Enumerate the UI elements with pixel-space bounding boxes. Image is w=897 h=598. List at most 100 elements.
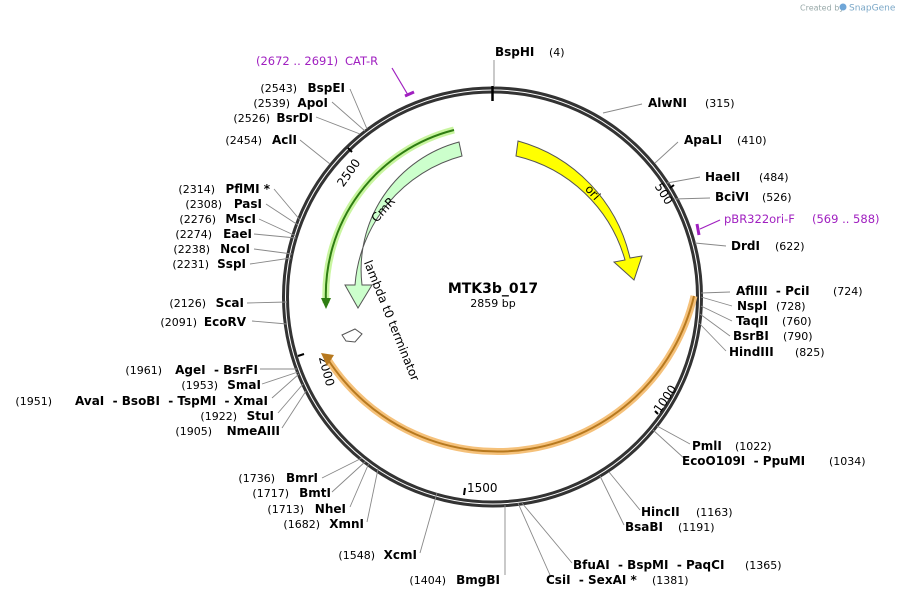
- site-ecorv[interactable]: (2091) EcoRV: [160, 315, 246, 329]
- site-name-avai: AvaI - BsoBI - TspMI - XmaI: [75, 394, 268, 408]
- site-apali[interactable]: ApaLI (410): [684, 133, 767, 147]
- site-acli[interactable]: (2454) AclI: [225, 133, 297, 147]
- lambda-terminator-feature[interactable]: [341, 328, 363, 343]
- site-pos-bmgbi: (1404): [409, 574, 446, 587]
- leader-ecorv: [251, 320, 288, 325]
- site-name-bsabi: BsaBI: [625, 520, 663, 534]
- site-apoi[interactable]: (2539) ApoI: [253, 96, 328, 110]
- site-scai[interactable]: (2126) ScaI: [169, 296, 244, 310]
- site-pos-pmli: (1022): [735, 440, 772, 453]
- site-pos-haeii: (484): [759, 171, 789, 184]
- site-msci[interactable]: (2276) MscI: [179, 212, 256, 226]
- site-pos-alwni: (315): [705, 97, 735, 110]
- site-pos-sspi: (2231): [172, 258, 209, 271]
- cmr-label: CmR: [368, 194, 397, 224]
- leader-ncoi: [253, 248, 293, 255]
- site-nhei[interactable]: (1713) NheI: [267, 502, 346, 516]
- primer-range-cat-r: (2672 .. 2691): [256, 54, 338, 68]
- tick-label-500: 500: [652, 180, 676, 207]
- site-haeii[interactable]: HaeII (484): [705, 170, 789, 184]
- site-bsrdi[interactable]: (2526) BsrDI: [233, 111, 313, 125]
- site-pos-bcivi: (526): [762, 191, 792, 204]
- primer-pbr322ori-f[interactable]: pBR322ori-F (569 .. 588): [695, 212, 880, 236]
- plasmid-name: MTK3b_017: [448, 281, 538, 297]
- cmr-feature-arrow[interactable]: [344, 141, 463, 309]
- site-alwni[interactable]: AlwNI (315): [648, 96, 735, 110]
- site-name-eaei: EaeI: [223, 227, 252, 241]
- site-xmni[interactable]: (1682) XmnI: [283, 517, 364, 531]
- site-pos-apoi: (2539): [253, 97, 290, 110]
- plasmid-length: 2859 bp: [470, 297, 515, 310]
- site-bmri[interactable]: (1736) BmrI: [238, 471, 318, 485]
- site-pmli[interactable]: PmlI (1022): [692, 439, 772, 453]
- leader-avai: [271, 373, 300, 399]
- site-name-bsrdi: BsrDI: [276, 111, 313, 125]
- site-eaei[interactable]: (2274) EaeI: [175, 227, 252, 241]
- site-pos-smai: (1953): [181, 379, 218, 392]
- site-bmti[interactable]: (1717) BmtI: [252, 486, 331, 500]
- site-pos-xmni: (1682): [283, 518, 320, 531]
- site-nmeaiii[interactable]: (1905) NmeAIII: [175, 424, 280, 438]
- site-sspi[interactable]: (2231) SspI: [172, 257, 246, 271]
- site-pos-hindiii: (825): [795, 346, 825, 359]
- leader-sspi: [249, 257, 292, 265]
- site-eco0109i[interactable]: EcoO109I - PpuMI (1034): [682, 454, 866, 468]
- site-name-taqii: TaqII: [736, 314, 768, 328]
- site-name-eco0109i: EcoO109I - PpuMI: [682, 454, 805, 468]
- site-pasi[interactable]: (2308) PasI: [185, 197, 262, 211]
- leader-taqii: [700, 305, 733, 322]
- site-avai[interactable]: (1951) AvaI - BsoBI - TspMI - XmaI: [15, 394, 268, 408]
- leader-bsrbi: [699, 313, 731, 337]
- leader-stui: [277, 383, 304, 414]
- leader-xmni: [366, 468, 379, 523]
- site-name-ecorv: EcoRV: [204, 315, 247, 329]
- site-nspi[interactable]: NspI (728): [737, 299, 806, 313]
- site-bcivi[interactable]: BciVI (526): [715, 190, 792, 204]
- primer-cat-r[interactable]: (2672 .. 2691) CAT-R: [256, 54, 415, 98]
- site-bmgbi[interactable]: (1404) BmgBI: [409, 573, 500, 587]
- site-pos-taqii: (760): [782, 315, 812, 328]
- site-hincii[interactable]: HincII (1163): [641, 505, 733, 519]
- site-name-xmni: XmnI: [329, 517, 364, 531]
- site-csii[interactable]: CsiI - SexAI * (1381): [546, 573, 689, 587]
- site-pos-eco0109i: (1034): [829, 455, 866, 468]
- leader-drdi: [694, 242, 727, 247]
- site-pos-stui: (1922): [200, 410, 237, 423]
- leader-eco0109i: [652, 429, 687, 461]
- site-bsabi[interactable]: BsaBI (1191): [625, 520, 715, 534]
- ori-feature-arrow[interactable]: [515, 140, 643, 281]
- site-name-alwni: AlwNI: [648, 96, 687, 110]
- site-taqii[interactable]: TaqII (760): [736, 314, 812, 328]
- site-stui[interactable]: (1922) StuI: [200, 409, 274, 423]
- site-aflIII-pcii[interactable]: AflIII - PciI (724): [736, 284, 863, 298]
- site-pos-pasi: (2308): [185, 198, 222, 211]
- site-name-nmeaiii: NmeAIII: [227, 424, 280, 438]
- site-drdi[interactable]: DrdI (622): [731, 239, 805, 253]
- site-agei[interactable]: (1961) AgeI - BsrFI: [125, 363, 258, 377]
- site-pflmi[interactable]: (2314) PflMI *: [178, 182, 270, 196]
- leader-smai: [261, 371, 299, 385]
- leader-bcivi: [673, 197, 711, 200]
- site-bsphi[interactable]: BspHI (4): [495, 45, 565, 59]
- green-feature-arrowhead: [321, 298, 331, 309]
- site-name-scai: ScaI: [216, 296, 244, 310]
- leader-nhei: [349, 462, 370, 508]
- site-name-ncoi: NcoI: [220, 242, 250, 256]
- site-smai[interactable]: (1953) SmaI: [181, 378, 261, 392]
- site-xcmi[interactable]: (1548) XcmI: [338, 548, 417, 562]
- site-pos-nhei: (1713): [267, 503, 304, 516]
- site-name-bsphi: BspHI: [495, 45, 534, 59]
- site-name-apoi: ApoI: [297, 96, 328, 110]
- site-hindiii[interactable]: HindIII (825): [729, 345, 825, 359]
- site-ncoi[interactable]: (2238) NcoI: [173, 242, 250, 256]
- site-bsrbi[interactable]: BsrBI (790): [733, 329, 813, 343]
- site-name-stui: StuI: [247, 409, 274, 423]
- site-name-bmri: BmrI: [286, 471, 318, 485]
- site-pos-aflIII-pcii: (724): [833, 285, 863, 298]
- site-name-bmti: BmtI: [299, 486, 331, 500]
- site-bfuai[interactable]: BfuAI - BspMI - PaqCI (1365): [573, 558, 782, 572]
- site-bspei[interactable]: (2543) BspEI: [260, 81, 345, 95]
- site-pos-bmti: (1717): [252, 487, 289, 500]
- tick-1500: [463, 487, 466, 496]
- leader-bsabi: [599, 475, 625, 526]
